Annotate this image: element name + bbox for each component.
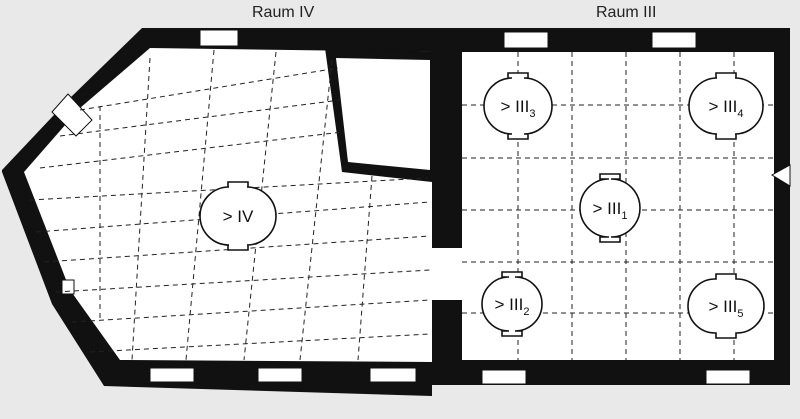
marker-iv: > IV (199, 181, 277, 251)
marker-label: > III1 (593, 199, 628, 222)
marker-outline (687, 273, 765, 339)
marker-outline (579, 173, 641, 243)
divider-wall-lower (432, 300, 462, 385)
room-iii-label: Raum III (596, 4, 657, 21)
window-bottom-iii-a (481, 369, 527, 385)
marker-iii1: > III1 (579, 173, 641, 243)
marker-iii3: > III3 (483, 72, 553, 140)
room-iv-label: Raum IV (252, 4, 315, 21)
marker-label: > III5 (709, 297, 744, 320)
closet-floor (336, 58, 430, 170)
marker-label: > III2 (495, 295, 530, 318)
marker-label: > III3 (501, 97, 536, 120)
window-bottom-iv-b (257, 367, 303, 383)
divider-wall-upper (432, 48, 462, 248)
marker-outline (483, 72, 553, 140)
window-top-iv (199, 29, 239, 47)
doorway (432, 248, 462, 300)
window-left-diagonal (51, 93, 93, 137)
right-wall-notch (771, 164, 791, 187)
window-top-iii-b (651, 31, 697, 49)
marker-iii2: > III2 (481, 271, 543, 337)
window-bottom-iv-a (149, 367, 195, 383)
marker-iii4: > III4 (688, 72, 764, 140)
windows (51, 29, 751, 385)
window-bottom-iii-b (705, 369, 751, 385)
marker-label: > IV (223, 207, 254, 226)
marker-label: > III4 (709, 97, 744, 120)
marker-iii5: > III5 (687, 273, 765, 339)
window-top-iii-a (503, 31, 549, 49)
left-wall-notch (61, 279, 75, 295)
marker-outline (688, 72, 764, 140)
marker-outline (199, 181, 277, 251)
marker-outline (481, 271, 543, 337)
window-bottom-iv-c (369, 367, 417, 383)
